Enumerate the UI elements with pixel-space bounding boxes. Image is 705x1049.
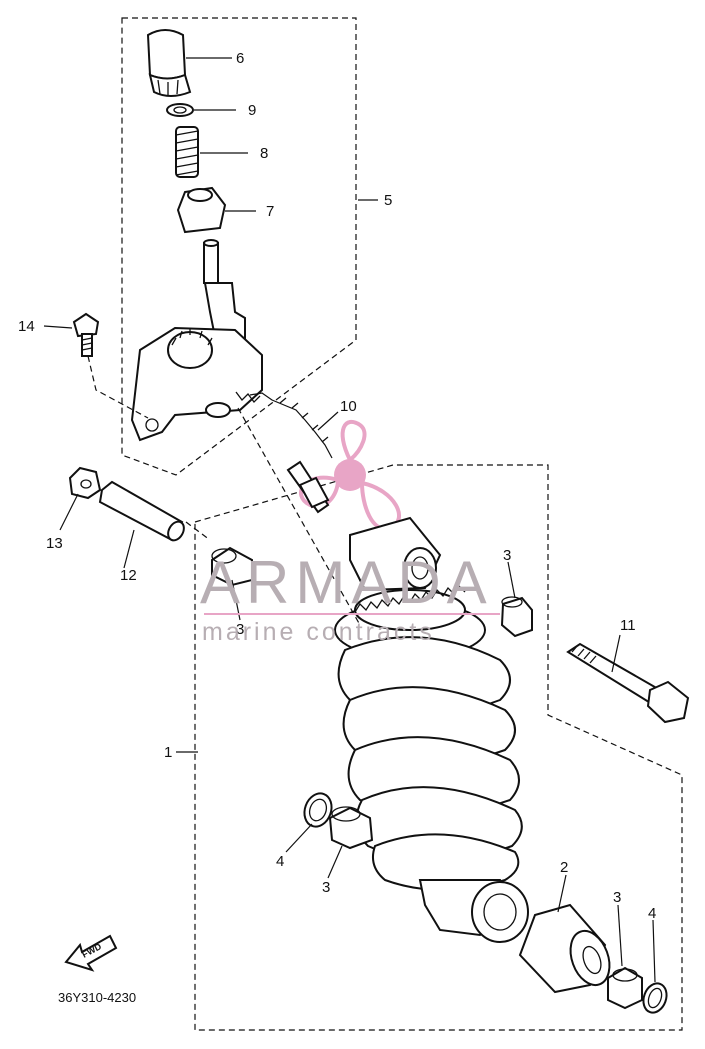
adjuster-housing-part <box>130 239 263 442</box>
leader-lines <box>43 57 656 983</box>
adjuster-assembly-boundary <box>121 17 357 476</box>
mounting-bolt-part-11 <box>566 642 690 724</box>
coil-spring-part <box>337 636 523 891</box>
adjuster-chain-part <box>235 391 333 459</box>
reference-line-collar <box>185 521 211 541</box>
washer-part <box>166 103 194 117</box>
diagram-code: 36Y310-4230 <box>58 990 136 1005</box>
callout-1: 1 <box>164 744 172 761</box>
watermark-tagline: marine contracts <box>202 618 435 646</box>
callout-4-left: 4 <box>276 853 284 870</box>
collar-nut-part-13 <box>68 466 102 500</box>
shock-bottom-eye-part <box>418 879 529 943</box>
reference-line-housing <box>237 407 361 626</box>
shock-assembly-boundary <box>194 464 683 1031</box>
adjuster-cap-part <box>146 29 192 97</box>
o-ring-part-4-right <box>642 982 668 1014</box>
collar-part-3-lower-right <box>607 966 643 1010</box>
callout-14: 14 <box>18 318 35 335</box>
callout-3-lower-right: 3 <box>613 889 621 906</box>
callout-10: 10 <box>340 398 357 415</box>
callout-3-left: 3 <box>236 621 244 638</box>
callout-7: 7 <box>266 203 274 220</box>
callout-13: 13 <box>46 535 63 552</box>
callout-4-right: 4 <box>648 905 656 922</box>
bushing-part-2 <box>518 903 611 994</box>
adjuster-collar-part <box>176 186 227 234</box>
watermark-logo <box>299 419 401 531</box>
collar-part-3-right-upper <box>500 596 533 638</box>
callout-6: 6 <box>236 50 244 67</box>
callout-3-right-upper: 3 <box>503 547 511 564</box>
reference-line-14 <box>87 355 149 419</box>
forward-arrow-icon: FWD <box>64 934 118 972</box>
shock-top-eye-part <box>286 460 442 592</box>
callout-3-middle: 3 <box>322 879 330 896</box>
callout-2: 2 <box>560 859 568 876</box>
collar-part-3-middle <box>328 806 374 850</box>
o-ring-part-4-left <box>303 792 333 828</box>
bolt-part-14 <box>72 312 100 357</box>
callout-12: 12 <box>120 567 137 584</box>
callout-8: 8 <box>260 145 268 162</box>
bushing-sleeve-part-12 <box>98 480 185 542</box>
callout-11: 11 <box>620 617 636 634</box>
callout-5: 5 <box>384 192 392 209</box>
collar-part-3-left <box>211 546 253 587</box>
callout-9: 9 <box>248 102 256 119</box>
adjuster-spring-part <box>175 126 199 178</box>
watermark-brand: ARMADA <box>200 549 493 616</box>
